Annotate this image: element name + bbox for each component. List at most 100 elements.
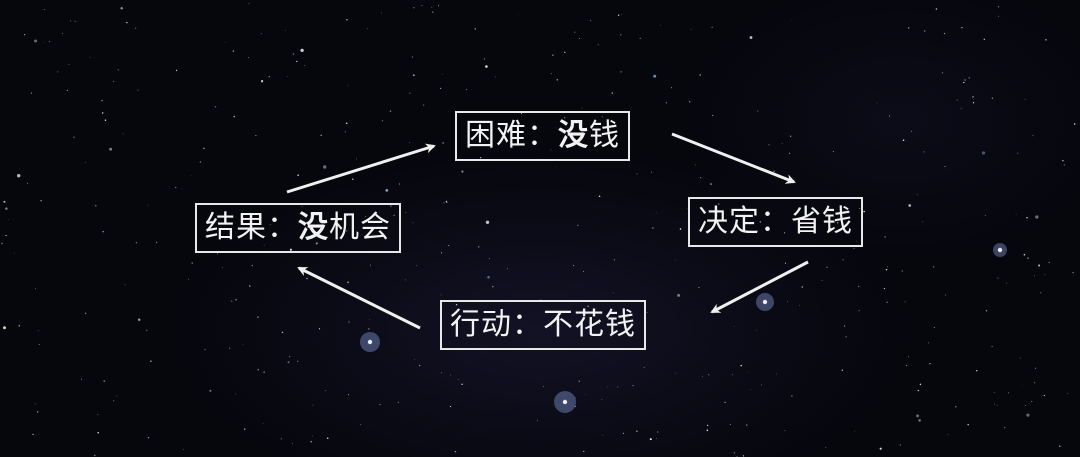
star bbox=[708, 374, 709, 375]
star bbox=[791, 20, 792, 21]
star bbox=[231, 300, 232, 301]
star bbox=[955, 406, 956, 407]
star bbox=[73, 137, 74, 138]
star bbox=[348, 85, 349, 86]
star bbox=[902, 270, 903, 271]
star bbox=[863, 211, 864, 212]
star bbox=[150, 360, 151, 361]
star bbox=[1032, 135, 1033, 136]
star bbox=[123, 134, 124, 135]
star bbox=[148, 205, 149, 206]
star bbox=[675, 260, 676, 261]
star bbox=[62, 33, 63, 34]
star bbox=[98, 414, 99, 415]
star bbox=[790, 136, 791, 137]
star bbox=[405, 212, 406, 213]
star bbox=[135, 28, 136, 29]
node-value-rest: 钱 bbox=[589, 118, 620, 153]
star bbox=[121, 7, 123, 9]
star bbox=[858, 286, 859, 287]
star bbox=[582, 108, 583, 109]
star bbox=[296, 61, 297, 62]
star bbox=[191, 175, 192, 176]
star bbox=[200, 161, 202, 163]
star bbox=[409, 142, 410, 143]
star bbox=[936, 8, 938, 10]
star bbox=[908, 356, 909, 357]
star bbox=[37, 411, 38, 412]
star bbox=[225, 42, 226, 43]
star bbox=[1025, 99, 1026, 100]
star bbox=[3, 201, 5, 203]
star bbox=[49, 41, 50, 42]
star bbox=[287, 76, 288, 77]
star bbox=[1031, 401, 1032, 402]
star bbox=[698, 287, 699, 288]
star bbox=[712, 27, 713, 28]
star bbox=[297, 174, 299, 176]
star bbox=[906, 365, 907, 366]
star bbox=[740, 365, 741, 366]
star bbox=[300, 49, 303, 52]
star bbox=[964, 79, 965, 80]
node-value: 不花钱 bbox=[543, 307, 636, 342]
star bbox=[769, 144, 770, 145]
star bbox=[994, 392, 995, 393]
star bbox=[734, 326, 735, 327]
star bbox=[181, 188, 182, 189]
star bbox=[1045, 274, 1046, 275]
star bbox=[603, 435, 604, 436]
star bbox=[235, 299, 237, 301]
star bbox=[346, 123, 348, 125]
star bbox=[461, 384, 462, 385]
node-value: 没钱 bbox=[558, 118, 620, 153]
star bbox=[348, 321, 349, 322]
star bbox=[323, 165, 326, 168]
star bbox=[458, 379, 459, 380]
star bbox=[551, 73, 552, 74]
star bbox=[948, 434, 949, 435]
star bbox=[438, 5, 439, 6]
star bbox=[746, 425, 747, 426]
star bbox=[455, 451, 457, 453]
star bbox=[644, 367, 645, 368]
star bbox=[269, 76, 270, 77]
star-core bbox=[763, 300, 767, 304]
star bbox=[419, 365, 421, 367]
star bbox=[773, 171, 774, 172]
star bbox=[886, 302, 887, 303]
star bbox=[799, 305, 800, 306]
star bbox=[448, 245, 449, 246]
star bbox=[5, 235, 6, 236]
star bbox=[390, 110, 391, 111]
star bbox=[416, 265, 417, 266]
star bbox=[5, 207, 8, 210]
star bbox=[44, 42, 45, 43]
star bbox=[385, 189, 388, 192]
star bbox=[924, 151, 925, 152]
star bbox=[998, 16, 999, 17]
star bbox=[44, 9, 45, 10]
star bbox=[261, 33, 262, 34]
star bbox=[70, 20, 71, 21]
star bbox=[209, 390, 211, 392]
star bbox=[495, 77, 496, 78]
star bbox=[1, 243, 3, 245]
star bbox=[138, 318, 140, 320]
star bbox=[243, 344, 244, 345]
star bbox=[399, 184, 400, 185]
node-value-rest: 省钱 bbox=[791, 204, 853, 239]
node-label: 决定： bbox=[698, 204, 791, 239]
star bbox=[583, 451, 584, 452]
star bbox=[188, 279, 189, 280]
star bbox=[116, 395, 117, 396]
star bbox=[1035, 368, 1036, 369]
star bbox=[590, 20, 591, 21]
star bbox=[103, 380, 105, 382]
star bbox=[380, 404, 381, 405]
star bbox=[1045, 39, 1047, 41]
star bbox=[94, 455, 95, 456]
star bbox=[105, 119, 107, 121]
star bbox=[381, 12, 382, 13]
star bbox=[118, 69, 119, 70]
